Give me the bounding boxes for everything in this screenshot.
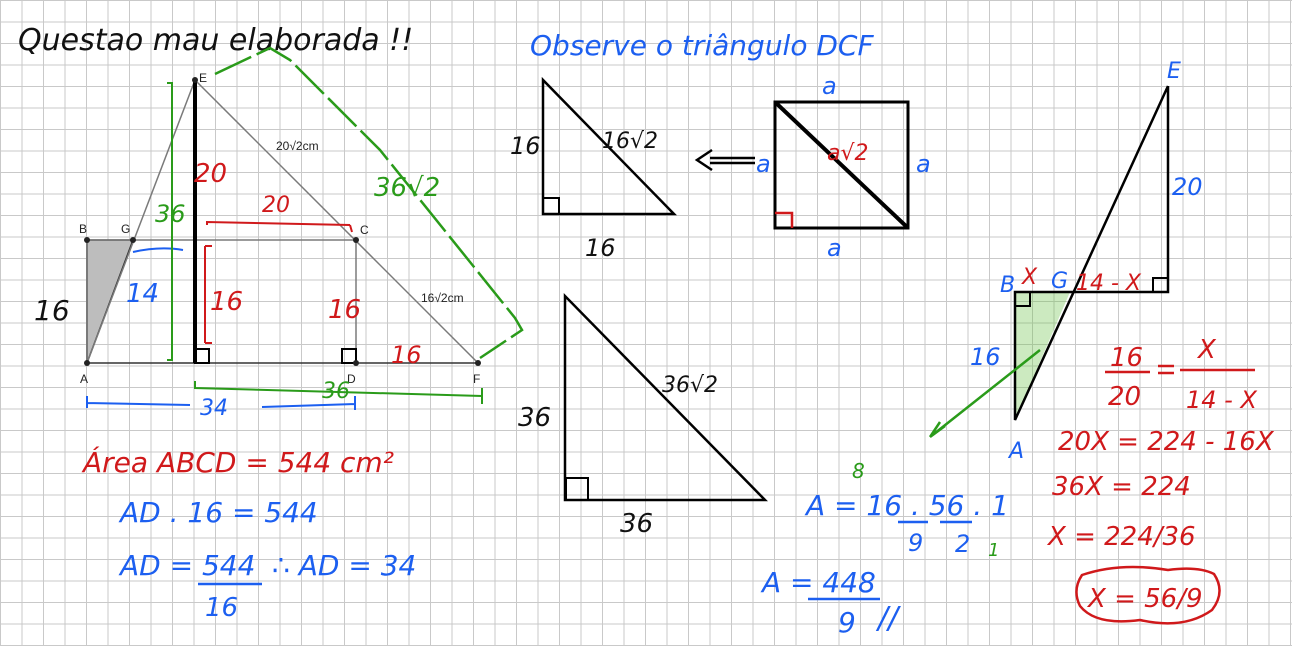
arrow-left-icon — [694, 148, 755, 172]
square-side-bottom: a — [827, 234, 842, 262]
point-label-e: E — [199, 71, 207, 85]
tri36-hyp: 36√2 — [662, 373, 718, 398]
label-34: 34 — [200, 396, 228, 421]
tri36-leg-h: 36 — [620, 509, 653, 539]
prop-den-left: 20 — [1108, 382, 1141, 412]
area-final-line1: A = 16 . 56 . 1 — [804, 489, 1009, 522]
label-20-horizontal: 20 — [262, 193, 290, 218]
point-label-a: A — [80, 372, 88, 386]
observe-note: Observe o triângulo DCF — [530, 29, 874, 62]
label-16-cd: 16 — [328, 295, 361, 325]
area-final-den2: 2 — [955, 530, 970, 558]
label-36-root2: 36√2 — [374, 173, 440, 203]
rf-label-g: G — [1051, 269, 1068, 294]
square-side-left: a — [756, 150, 771, 178]
area-line-2: AD . 16 = 544 — [118, 496, 318, 529]
square-side-right: a — [916, 150, 931, 178]
area-final-over1: 1 — [988, 540, 999, 561]
tri36-leg-v: 36 — [518, 403, 551, 433]
prop-eq-4: X = 56/9 — [1086, 584, 1203, 614]
final-area: 8 A = 16 . 56 . 1 9 2 1 A = 448 9 // — [760, 459, 1009, 639]
rf-seg-16: 16 — [970, 343, 1001, 371]
area-line-3-lhs: AD = 544 — [118, 549, 255, 582]
length-ec: 20√2cm — [276, 139, 319, 153]
prop-den-right: 14 - X — [1186, 386, 1257, 414]
square-side-top: a — [822, 72, 837, 100]
point-label-f: F — [473, 372, 480, 386]
prop-eq-3: X = 224/36 — [1046, 522, 1196, 552]
right-angle-mark-1 — [194, 348, 210, 364]
right-figure: E B X G A 14 - X 20 16 — [928, 59, 1203, 464]
square-diagonal: a√2 — [827, 141, 869, 166]
tri16-leg-v: 16 — [510, 132, 541, 160]
area-final-result: A = 448 — [760, 566, 876, 599]
prop-eq-2: 36X = 224 — [1052, 472, 1191, 502]
proportion-work: 16 20 X 14 - X 20X = 224 - 16X 36X = 224… — [1046, 335, 1275, 625]
area-final-res-den: 9 — [838, 606, 856, 639]
label-20-vertical: 20 — [194, 159, 227, 189]
triangle-16: 16 16 16√2 — [510, 76, 677, 262]
rf-label-x: X — [1021, 265, 1038, 290]
main-figure: B G C A D F E 20√2cm 16√2cm 20 20 16 16 … — [34, 46, 524, 421]
label-16-df: 16 — [391, 341, 422, 369]
label-36-vertical: 36 — [155, 200, 186, 228]
triangle-36: 36 36 36√2 — [518, 292, 768, 539]
area-final-slashes: // — [875, 601, 901, 636]
square-figure: a a a a a√2 — [756, 72, 931, 262]
rf-label-a: A — [1007, 439, 1024, 464]
tri16-leg-h: 16 — [585, 234, 616, 262]
rf-label-b: B — [1000, 273, 1015, 298]
area-work: Área ABCD = 544 cm² AD . 16 = 544 AD = 5… — [81, 445, 416, 623]
point-label-c: C — [360, 223, 369, 237]
label-16-ab: 16 — [34, 294, 70, 327]
point-label-d: D — [347, 372, 356, 386]
label-36-horizontal: 36 — [322, 379, 350, 404]
point-label-b: B — [79, 222, 87, 236]
title-text: Questao mau elaborada !! — [18, 23, 413, 58]
prop-num-right: X — [1196, 335, 1217, 365]
segment-ef — [194, 79, 479, 364]
prop-eq-1: 20X = 224 - 16X — [1058, 427, 1275, 457]
area-line-3-rhs: ∴ AD = 34 — [272, 549, 416, 582]
tri16-hyp: 16√2 — [602, 129, 658, 154]
segment-ea — [86, 79, 196, 364]
label-14: 14 — [126, 279, 159, 309]
length-cf: 16√2cm — [421, 291, 464, 305]
area-final-den9: 9 — [908, 529, 923, 557]
area-line-3-den: 16 — [205, 593, 238, 623]
area-line-1: Área ABCD = 544 cm² — [81, 445, 394, 479]
right-angle-mark-2 — [341, 348, 357, 364]
rf-seg-14x: 14 - X — [1076, 271, 1142, 296]
rf-label-e: E — [1167, 59, 1181, 84]
point-label-g: G — [121, 222, 130, 236]
prop-num-left: 16 — [1110, 343, 1143, 373]
area-final-over8: 8 — [852, 459, 865, 483]
rf-seg-20: 20 — [1172, 173, 1203, 201]
label-16-left: 16 — [210, 287, 243, 317]
